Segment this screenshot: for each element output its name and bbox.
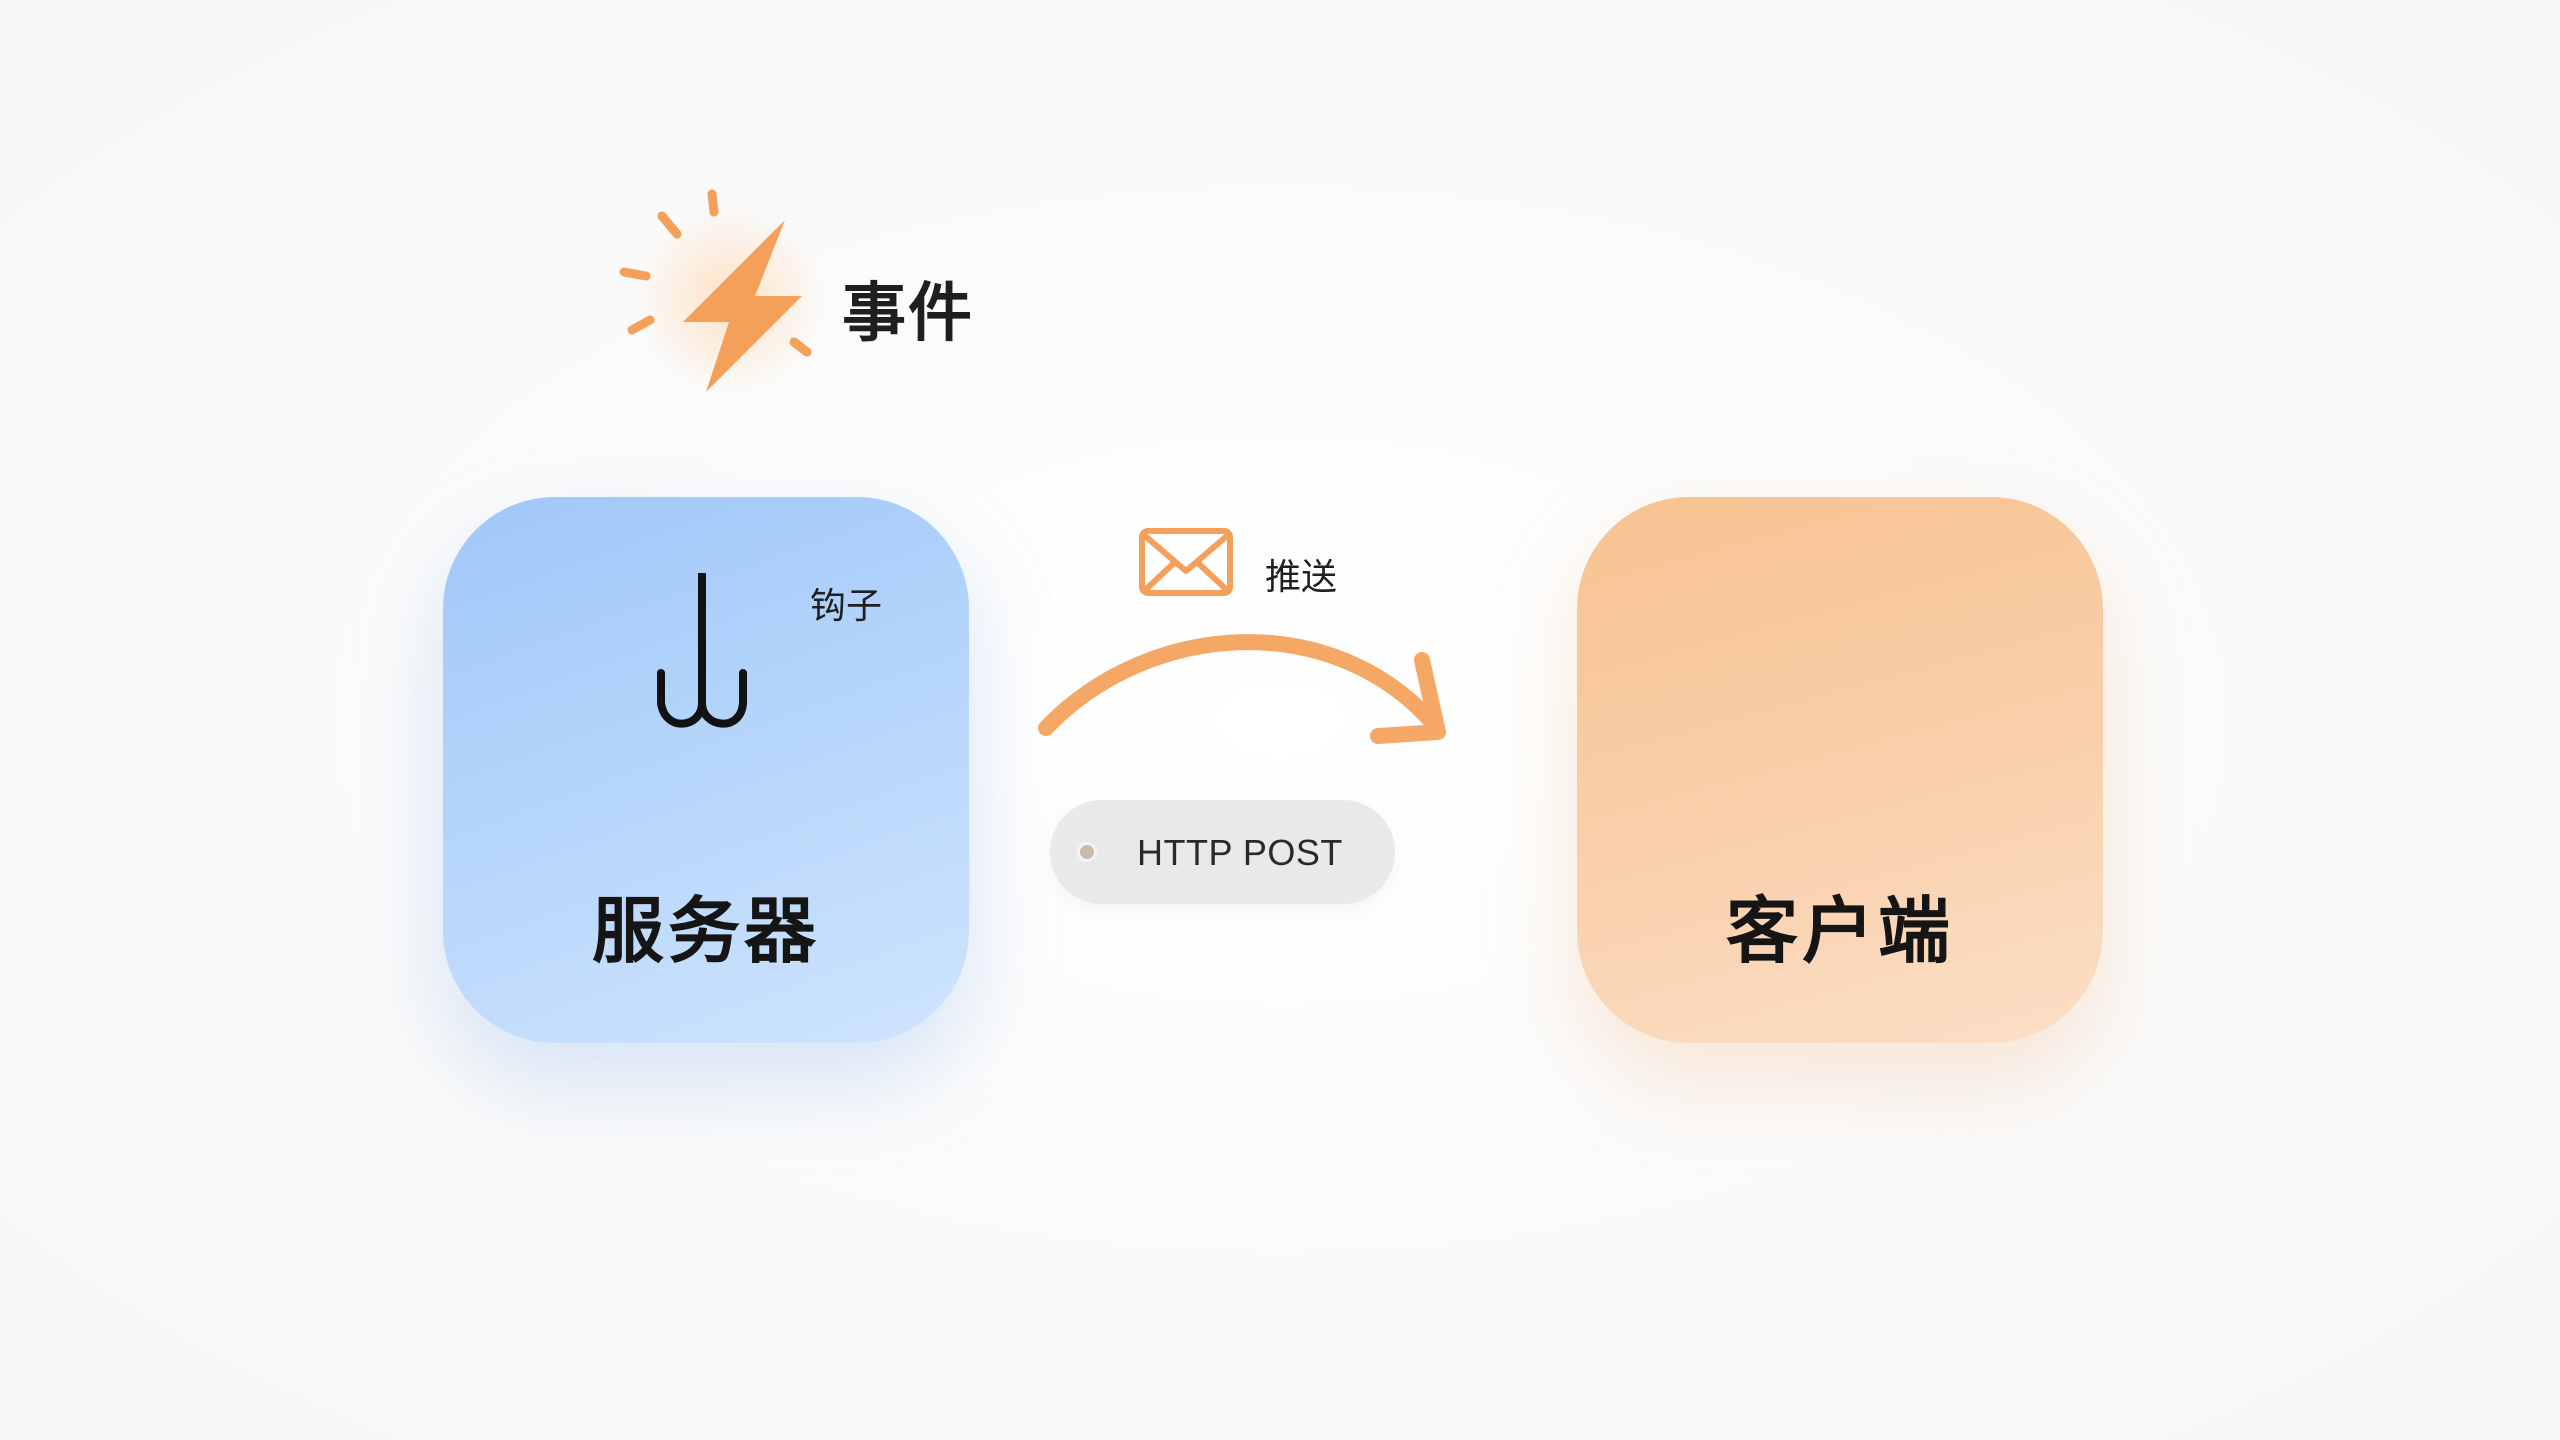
server-node: 钩子 服务器: [443, 497, 969, 1043]
push-arrow: [1038, 634, 1446, 744]
status-dot-icon: [1077, 842, 1097, 862]
client-node: 客户端: [1577, 497, 2103, 1043]
http-method-label: HTTP POST: [1137, 832, 1343, 873]
envelope-icon: [1139, 528, 1233, 596]
event-label: 事件: [842, 277, 974, 351]
client-label: 客户端: [1725, 889, 1954, 973]
lightning-bolt-icon: [619, 189, 825, 395]
hook-label: 钩子: [810, 586, 883, 627]
hook-icon: [657, 573, 747, 728]
server-label: 服务器: [591, 889, 820, 973]
http-post-badge: HTTP POST: [1050, 800, 1395, 904]
event-group: 事件: [600, 180, 1020, 420]
push-label: 推送: [1265, 557, 1338, 598]
